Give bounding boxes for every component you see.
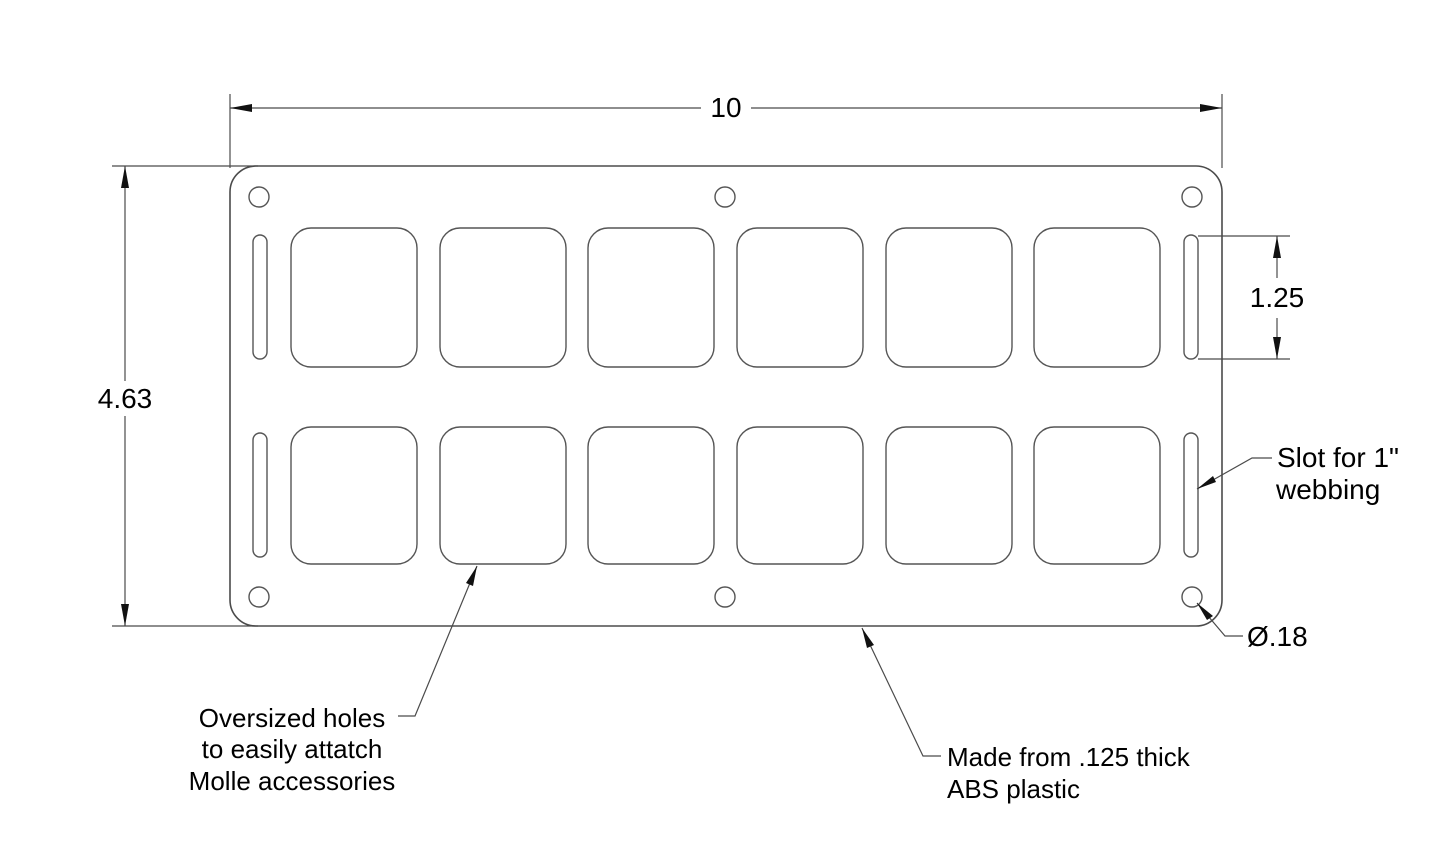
molle-square <box>1033 227 1161 368</box>
webbing-note-line2: webbing <box>1275 474 1380 505</box>
leader-line <box>398 565 478 717</box>
callout-material: Made from .125 thick ABS plastic <box>861 627 1191 804</box>
molle-square <box>1033 426 1161 565</box>
slot-length-dimension-value: 1.25 <box>1250 282 1305 313</box>
molle-square <box>736 227 864 368</box>
leader-arrow-icon <box>862 628 874 648</box>
webbing-slot <box>252 432 268 558</box>
oversized-holes-note-line2: to easily attatch <box>202 734 383 764</box>
webbing-slots <box>252 234 1199 558</box>
dimension-overall-height: 4.63 <box>98 165 258 627</box>
dimension-arrow-icon <box>230 104 252 112</box>
oversized-holes-note-line1: Oversized holes <box>199 703 385 733</box>
webbing-slot <box>1183 234 1199 360</box>
molle-square <box>587 426 715 565</box>
molle-square <box>290 426 418 565</box>
molle-square <box>587 227 715 368</box>
leader-arrow-icon <box>1197 476 1216 489</box>
dimension-arrow-icon <box>1200 104 1222 112</box>
molle-square <box>439 227 567 368</box>
mounting-hole <box>248 586 270 608</box>
callout-oversized-holes: Oversized holes to easily attatch Molle … <box>189 565 478 796</box>
dimension-arrow-icon <box>1273 337 1281 359</box>
leader-line <box>861 627 941 757</box>
mounting-hole <box>714 186 736 208</box>
dimension-overall-width: 10 <box>229 92 1223 168</box>
plate <box>229 165 1223 627</box>
material-note-line2: ABS plastic <box>947 774 1080 804</box>
webbing-note-line1: Slot for 1" <box>1277 442 1399 473</box>
mounting-hole <box>1181 186 1203 208</box>
dimension-slot-length: 1.25 <box>1198 235 1305 360</box>
molle-square <box>290 227 418 368</box>
molle-square <box>885 227 1013 368</box>
hole-diameter-value: Ø.18 <box>1247 621 1308 652</box>
material-note-line1: Made from .125 thick <box>947 742 1191 772</box>
callout-hole-diameter: Ø.18 <box>1196 602 1308 652</box>
mounting-hole <box>1181 586 1203 608</box>
callout-webbing-slot: Slot for 1" webbing <box>1196 442 1399 505</box>
molle-square <box>736 426 864 565</box>
molle-grid <box>290 227 1161 565</box>
dimension-arrow-icon <box>121 166 129 188</box>
mounting-holes <box>248 186 1203 608</box>
webbing-slot <box>1183 432 1199 558</box>
oversized-holes-note-line3: Molle accessories <box>189 766 396 796</box>
plate-outline <box>229 165 1223 627</box>
leader-arrow-icon <box>1197 603 1213 620</box>
molle-square <box>885 426 1013 565</box>
leader-arrow-icon <box>466 566 477 586</box>
molle-square <box>439 426 567 565</box>
webbing-slot <box>252 234 268 360</box>
mounting-hole <box>714 586 736 608</box>
mounting-hole <box>248 186 270 208</box>
height-dimension-value: 4.63 <box>98 383 153 414</box>
leader-line <box>1196 457 1272 490</box>
dimension-arrow-icon <box>1273 236 1281 258</box>
width-dimension-value: 10 <box>710 92 741 123</box>
dimension-arrow-icon <box>121 604 129 626</box>
